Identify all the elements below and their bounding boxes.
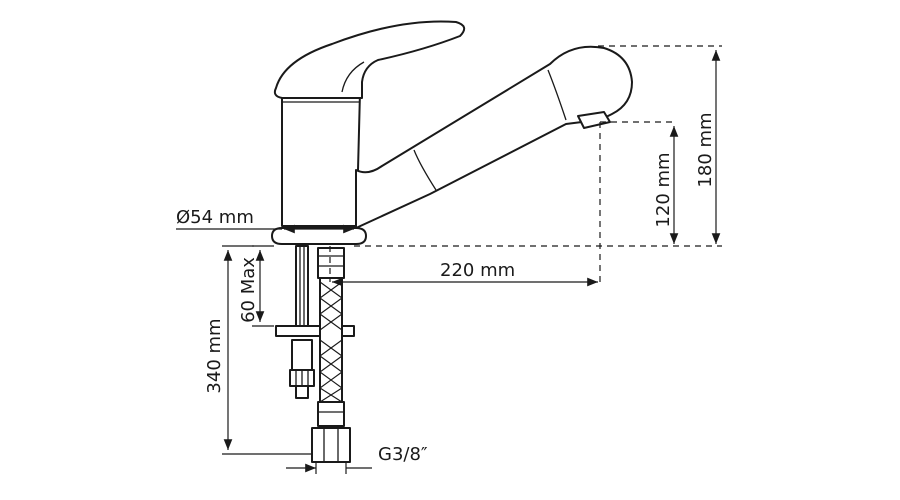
hose-top-ferrule [317,247,345,279]
hose-braid [319,277,343,403]
total-height-label: 180 mm [695,112,716,187]
spray-head-tip [577,111,611,129]
hose-bottom-ferrule [317,401,345,427]
dimension-lines [176,45,722,474]
base-flange [271,227,367,245]
mounting-nut [291,339,313,371]
mounting-plate [275,325,355,337]
max-thickness-label: 60 Max [238,257,259,323]
mounting-assembly [275,245,355,399]
hose-length-label: 340 mm [204,318,225,393]
spout-height-label: 120 mm [653,152,674,227]
braided-hose [311,247,351,463]
faucet-column [281,91,361,227]
pullout-spout [355,45,633,229]
lever-handle [273,20,466,99]
faucet-body [271,20,633,245]
hose-nut [311,427,351,463]
mounting-rod [295,245,309,327]
diameter-label: Ø54 mm [176,207,254,228]
thread-label: G3/8″ [378,444,428,465]
reach-label: 220 mm [440,260,515,281]
